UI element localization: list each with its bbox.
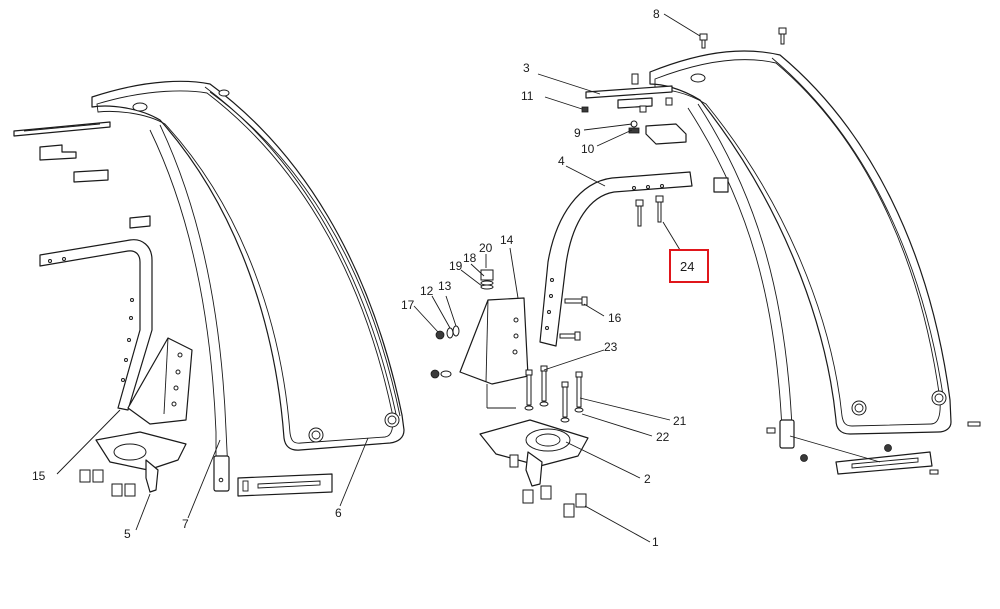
callout-24: 24 xyxy=(680,259,694,274)
left-clamp-bracket xyxy=(127,337,193,425)
callout-3: 3 xyxy=(523,61,530,75)
callout-12: 12 xyxy=(420,284,434,298)
left-mudflap-plate xyxy=(237,473,333,497)
right-fender-strip xyxy=(687,103,795,449)
leader-lines xyxy=(56,13,881,543)
callout-14: 14 xyxy=(500,233,514,247)
middle-clamp-bracket xyxy=(459,297,529,385)
right-swivel-base xyxy=(479,419,589,487)
callout-9: 9 xyxy=(574,126,581,140)
callout-7: 7 xyxy=(182,517,189,531)
callout-2: 2 xyxy=(644,472,651,486)
callout-1: 1 xyxy=(652,535,659,549)
left-top-plate xyxy=(13,121,151,229)
callout-22: 22 xyxy=(656,430,670,444)
left-fender xyxy=(91,80,405,451)
bolts-23 xyxy=(524,365,584,423)
hardware-stack xyxy=(430,269,494,379)
right-support-arm xyxy=(539,171,693,347)
callout-18: 18 xyxy=(463,251,477,265)
callout-5: 5 xyxy=(124,527,131,541)
callout-11: 11 xyxy=(521,89,534,103)
left-swivel-base xyxy=(79,431,187,497)
right-fender xyxy=(649,50,952,435)
callout-16: 16 xyxy=(608,311,622,325)
highlighted-callout-24: 24 xyxy=(669,249,709,283)
right-mudflap-plate xyxy=(766,421,981,475)
callout-17: 17 xyxy=(401,298,415,312)
top-bolts xyxy=(699,27,787,49)
callout-10: 10 xyxy=(581,142,595,156)
callout-labels: 1 2 3 4 5 6 7 8 9 10 11 12 13 14 15 16 1… xyxy=(32,7,687,549)
callout-6: 6 xyxy=(335,506,342,520)
callout-20: 20 xyxy=(479,241,493,255)
right-top-plate xyxy=(581,73,687,145)
callout-21: 21 xyxy=(673,414,687,428)
bushings xyxy=(522,485,587,518)
bolts-16 xyxy=(559,296,588,341)
callout-8: 8 xyxy=(653,7,660,21)
highlight-box xyxy=(669,249,709,283)
callout-4: 4 xyxy=(558,154,565,168)
callout-19: 19 xyxy=(449,259,463,273)
bolts-24 xyxy=(635,195,664,227)
callout-23: 23 xyxy=(604,340,618,354)
left-support-arm xyxy=(39,239,153,411)
callout-15: 15 xyxy=(32,469,46,483)
callout-13: 13 xyxy=(438,279,452,293)
left-fender-mudflap-strip xyxy=(149,124,230,492)
